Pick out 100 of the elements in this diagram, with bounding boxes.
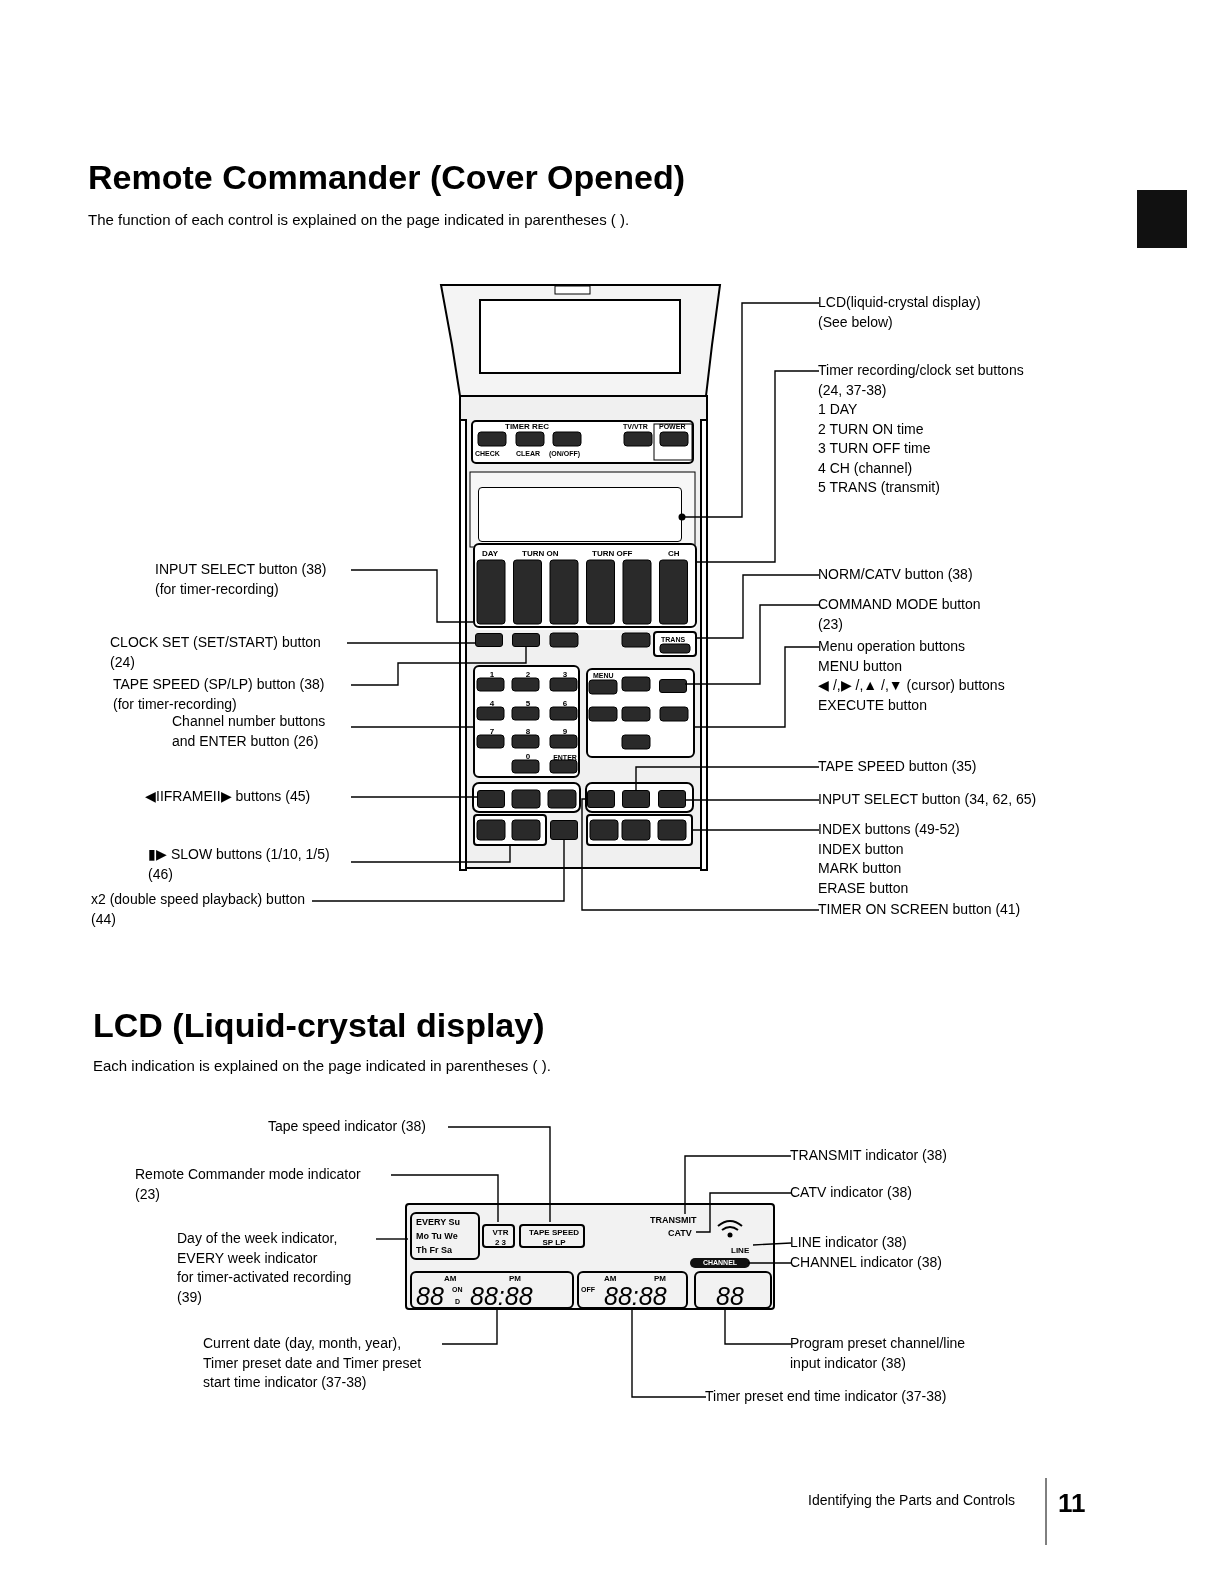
remote-button (659, 679, 687, 693)
leader-line (696, 574, 820, 639)
callout-text: (23) (135, 1184, 161, 1204)
button-label: TURN OFF (592, 550, 633, 558)
button-label: CH (668, 550, 680, 558)
leader-line (694, 646, 820, 728)
key-number: 6 (561, 700, 569, 708)
leader-line (678, 302, 820, 521)
section-heading: LCD (Liquid-crystal display) (93, 1008, 545, 1042)
remote-button (622, 790, 650, 808)
leader-line (695, 1192, 792, 1233)
button-panel (473, 543, 697, 628)
key-number: 2 (524, 671, 532, 679)
callout-text: x2 (double speed playback) button (91, 890, 307, 909)
key-number: 3 (561, 671, 569, 679)
lcd-indicator-text: Mo Tu We (416, 1232, 458, 1241)
lcd-indicator-text: PM (654, 1275, 666, 1283)
callout-text: for timer-activated recording (177, 1268, 353, 1287)
footer-text: Identifying the Parts and Controls (808, 1493, 1015, 1507)
callout-text: EXECUTE button (818, 695, 928, 715)
callout-text: start time indicator (37-38) (203, 1373, 368, 1392)
key-number: 5 (524, 700, 532, 708)
callout-text: CLOCK SET (SET/START) button (110, 633, 322, 652)
page-number: 11 (1058, 1490, 1086, 1516)
callout-text: 1 DAY (818, 400, 859, 419)
callout-text: NORM/CATV button (38) (818, 565, 974, 584)
callout-text: Timer preset end time indicator (37-38) (705, 1387, 948, 1406)
callout-text: Menu operation buttons (818, 637, 967, 656)
callout-text: Program preset channel/line (790, 1334, 967, 1353)
lcd-indicator-text: TAPE SPEED (527, 1229, 581, 1237)
leader-line (581, 798, 820, 911)
callout-text: (39) (177, 1287, 203, 1307)
callout-text: 5 TRANS (transmit) (818, 478, 941, 497)
callout-text: LINE indicator (38) (790, 1233, 908, 1252)
callout-text: EVERY week indicator (177, 1248, 319, 1268)
button-label: DAY (482, 550, 499, 558)
callout-text: (for timer-recording) (113, 694, 238, 714)
callout-text: 2 TURN ON time (818, 419, 925, 439)
lcd-window (478, 487, 682, 542)
leader-line (685, 799, 820, 801)
indicator-box (482, 1224, 515, 1248)
lcd-panel (405, 1203, 775, 1310)
lcd-indicator-text: PM (509, 1275, 521, 1283)
callout-text: TRANSMIT indicator (38) (790, 1146, 948, 1165)
indicator-box (410, 1212, 480, 1260)
lcd-indicator-text: TRANSMIT (650, 1216, 698, 1225)
leader-line (350, 845, 511, 863)
leader-line (390, 1174, 499, 1223)
callout-text: COMMAND MODE button (818, 595, 982, 614)
intro-text: The function of each control is explained on the page indicated in parentheses ( ). (88, 212, 630, 227)
callout-text: (44) (91, 909, 117, 929)
leader-line (346, 642, 476, 644)
callout-text: TAPE SPEED button (35) (818, 757, 978, 776)
callout-text: Channel number buttons (172, 712, 327, 731)
lcd-digits: 88:88 (604, 1284, 667, 1309)
digit-display (410, 1271, 574, 1309)
callout-text: Current date (day, month, year), (203, 1334, 403, 1353)
page-title: Remote Commander (Cover Opened) (88, 160, 685, 194)
button-label: TURN ON (522, 550, 559, 558)
key-number: 7 (488, 728, 496, 736)
remote-button (477, 790, 505, 808)
leader-line (692, 829, 820, 831)
callout-text: INPUT SELECT button (38) (155, 560, 328, 579)
lcd-indicator-text: 2 3 (493, 1239, 508, 1247)
remote-button (587, 790, 615, 808)
leader-line (696, 370, 820, 563)
callout-text: (for timer-recording) (155, 579, 280, 599)
callout-text: and ENTER button (26) (172, 731, 320, 751)
key-number: 0 (524, 753, 532, 761)
callout-text: INDEX button (818, 839, 905, 859)
leader-line (350, 796, 478, 798)
callout-text: (24) (110, 652, 136, 672)
key-number: 4 (488, 700, 496, 708)
callout-text: TIMER ON SCREEN button (41) (818, 900, 1022, 919)
digit-display (694, 1271, 772, 1309)
leader-line (350, 569, 474, 623)
callout-text: (See below) (818, 312, 894, 332)
remote-button (550, 820, 578, 840)
leader-line (684, 604, 820, 685)
button-panel (473, 814, 547, 846)
callout-text: 4 CH (channel) (818, 458, 914, 478)
callout-text: (24, 37-38) (818, 380, 888, 400)
callout-text: Day of the week indicator, (177, 1229, 339, 1248)
callout-text: ▮▶ SLOW buttons (1/10, 1/5) (148, 845, 331, 864)
remote-button (475, 633, 503, 647)
lcd-digits: 88 (716, 1284, 744, 1309)
leader-line (350, 646, 527, 686)
lcd-indicator-text: SP LP (541, 1239, 567, 1247)
lcd-indicator-text: EVERY Su (416, 1218, 460, 1227)
leader-line (375, 1238, 409, 1240)
leader-line (635, 766, 820, 791)
button-panel (653, 631, 697, 657)
lcd-indicator-text: LINE (731, 1247, 751, 1255)
leader-line (684, 1155, 792, 1215)
remote-button (512, 633, 540, 647)
lcd-indicator-text: CATV (668, 1229, 693, 1238)
callout-text: MENU button (818, 656, 904, 676)
callout-text: Remote Commander mode indicator (135, 1165, 362, 1184)
leader-line (311, 839, 565, 902)
callout-text: TAPE SPEED (SP/LP) button (38) (113, 675, 326, 694)
